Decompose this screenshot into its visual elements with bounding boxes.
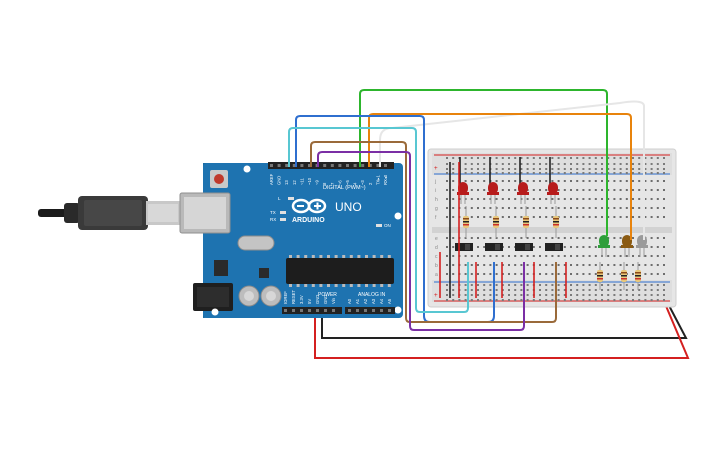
power-pin-label: IOREF (283, 291, 288, 304)
digital-pin-label: 2 (368, 182, 373, 185)
digital-pin-label: 7 (330, 182, 335, 185)
digital-pin-label: 12 (292, 180, 297, 185)
slide-switch-2[interactable] (485, 243, 503, 251)
digital-pin-label: 13 (284, 180, 289, 185)
board-model: UNO (335, 200, 362, 214)
slide-switch-3[interactable] (515, 243, 533, 251)
reset-button[interactable] (214, 174, 224, 184)
breadboard-holes (446, 157, 665, 301)
digital-pin-label: 4 (353, 182, 358, 185)
wire-green[interactable] (359, 89, 608, 236)
row-letter: a (435, 272, 438, 278)
analog-pin-label: A0 (347, 298, 352, 304)
resistor-orange[interactable] (621, 262, 627, 290)
power-pin-label: GND (323, 295, 328, 304)
resistor-2[interactable] (493, 206, 499, 238)
slide-switch-1[interactable] (455, 243, 473, 251)
digital-pin-label: ~11 (299, 178, 304, 185)
row-letter: d (435, 245, 438, 251)
digital-pin-label: ~10 (307, 177, 312, 185)
wire-brown[interactable] (310, 141, 557, 323)
power-pin-label: 5V (307, 299, 312, 304)
indicator-on-label: ON (384, 223, 391, 228)
row-letter: c (435, 254, 438, 260)
usb-cable (38, 196, 180, 230)
led-red-4[interactable] (547, 182, 559, 204)
resistor-1[interactable] (463, 206, 469, 238)
analog-pin-label: A1 (355, 298, 360, 304)
row-letter: b (435, 263, 438, 269)
led-orange[interactable] (621, 235, 633, 257)
arduino-logo (291, 198, 327, 214)
analog-pin-label: A4 (379, 298, 384, 304)
analog-header-label: ANALOG IN (358, 292, 386, 298)
wire-black-gnd[interactable] (321, 295, 688, 339)
analog-pin-label: A5 (387, 298, 392, 304)
wire-cyan[interactable] (288, 127, 469, 313)
digital-pin-label: ~5 (345, 180, 350, 185)
power-pin-header (282, 307, 342, 314)
resistor-white[interactable] (635, 262, 641, 290)
board-brand: ARDUINO (292, 217, 325, 224)
analog-pin-label: A3 (371, 298, 376, 304)
atmega-chip (286, 258, 394, 284)
power-header-label: POWER (318, 292, 337, 298)
wire-white[interactable] (379, 100, 645, 240)
row-letter: g (435, 206, 438, 212)
row-letter: e (435, 236, 438, 242)
wire-purple[interactable] (317, 151, 525, 331)
indicator-tx-label: TX (270, 210, 276, 215)
svg-text:+: + (434, 292, 438, 299)
indicator-rx-label: RX (270, 217, 276, 222)
digital-pin-label: 8 (322, 182, 327, 185)
resistor-3[interactable] (523, 206, 529, 238)
digital-header-label: DIGITAL (PWM~) (323, 185, 366, 191)
led-red-2[interactable] (487, 182, 499, 204)
indicator-l-label: L (278, 196, 281, 201)
power-pin-label: GND (315, 295, 320, 304)
digital-pin-label: ~9 (315, 180, 320, 185)
digital-pin-label: RX◂0 (383, 174, 388, 185)
wire-red-5v[interactable] (314, 305, 690, 359)
svg-text:+: + (434, 165, 438, 172)
analog-pin-header (345, 307, 395, 314)
digital-pin-label: AREF (269, 173, 274, 185)
row-letter: f (435, 215, 437, 221)
row-letter: h (435, 197, 438, 203)
power-pin-label: 3.3V (299, 295, 304, 304)
arduino-uno-board: ARDUINO UNO DIGITAL (PWM~) POWER ANALOG … (38, 162, 403, 318)
row-letter: i (435, 188, 436, 194)
digital-pin-label: ~6 (337, 180, 342, 185)
led-green[interactable] (598, 235, 610, 257)
digital-pin-label: ~3 (360, 180, 365, 185)
digital-pin-label: TX▸1 (375, 175, 380, 185)
power-pin-label: RESET (291, 290, 296, 304)
digital-pin-label: GND (277, 176, 282, 185)
breadboard-components (455, 157, 648, 290)
slide-switch-4[interactable] (545, 243, 563, 251)
led-red-3[interactable] (517, 182, 529, 204)
led-red-1[interactable] (457, 182, 469, 204)
rail-jumpers (439, 162, 567, 298)
analog-pin-label: A2 (363, 298, 368, 304)
resistor-green[interactable] (597, 262, 603, 290)
power-pin-label: Vin (331, 297, 336, 304)
row-letter: j (434, 179, 436, 185)
resistor-4[interactable] (553, 206, 559, 238)
